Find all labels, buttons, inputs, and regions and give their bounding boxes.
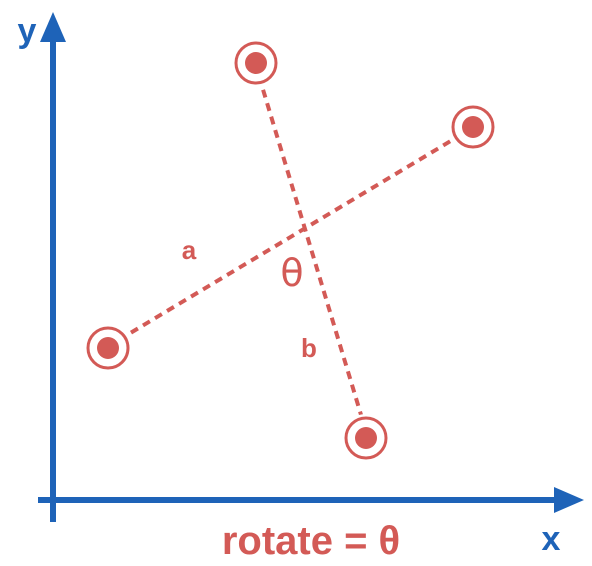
- point-bottom: [342, 414, 390, 462]
- angle-theta-label: θ: [280, 251, 303, 295]
- y-axis: [40, 12, 66, 522]
- line-b-label: b: [301, 333, 317, 363]
- y-axis-label: y: [18, 12, 37, 50]
- line-b: [253, 62, 370, 439]
- point-right: [449, 103, 497, 151]
- line-a-label: a: [182, 235, 197, 265]
- point-left: [84, 324, 132, 372]
- x-axis-label: x: [542, 520, 561, 558]
- x-axis-arrowhead: [554, 487, 584, 513]
- x-axis: [38, 487, 584, 513]
- y-axis-arrowhead: [40, 12, 66, 42]
- point-top: [232, 39, 280, 87]
- line-a: [105, 125, 476, 349]
- caption: rotate = θ: [222, 519, 400, 563]
